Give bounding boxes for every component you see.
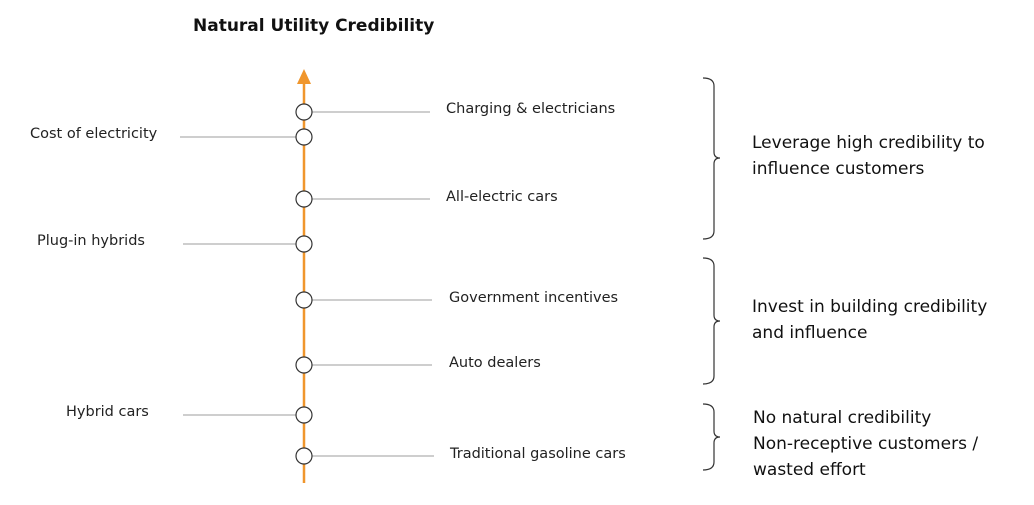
marker-charging-electricians [295,103,313,121]
marker-hybrid-cars [295,406,313,424]
marker-cost-of-electricity [295,128,313,146]
label-hybrid-cars: Hybrid cars [66,404,149,420]
label-traditional-gasoline-cars: Traditional gasoline cars [450,446,626,462]
axis-arrowhead [297,69,311,84]
brace-medium [702,257,721,385]
diagram-title: Natural Utility Credibility [193,16,435,36]
group-note-line: influence customers [752,159,925,179]
brace-none [702,403,721,471]
marker-government-incentives [295,291,313,309]
group-note-medium: Invest in building credibility and influe… [752,294,987,346]
marker-traditional-gasoline-cars [295,447,313,465]
group-note-line: Invest in building credibility [752,297,988,317]
group-note-line: wasted effort [753,460,866,480]
group-note-high: Leverage high credibility to influence cu… [752,130,985,182]
group-note-line: Leverage high credibility to [752,133,985,153]
label-government-incentives: Government incentives [449,290,619,306]
label-auto-dealers: Auto dealers [449,355,541,371]
label-cost-of-electricity: Cost of electricity [30,126,158,142]
brace-high [702,77,721,240]
marker-plug-in-hybrids [295,235,313,253]
group-note-line: and influence [752,323,868,343]
marker-auto-dealers [295,356,313,374]
group-note-line: Non-receptive customers / [753,434,979,454]
label-all-electric-cars: All-electric cars [446,189,558,205]
marker-all-electric-cars [295,190,313,208]
group-note-line: No natural credibility [753,408,932,428]
label-charging-electricians: Charging & electricians [446,101,616,117]
label-plug-in-hybrids: Plug-in hybrids [37,233,145,249]
